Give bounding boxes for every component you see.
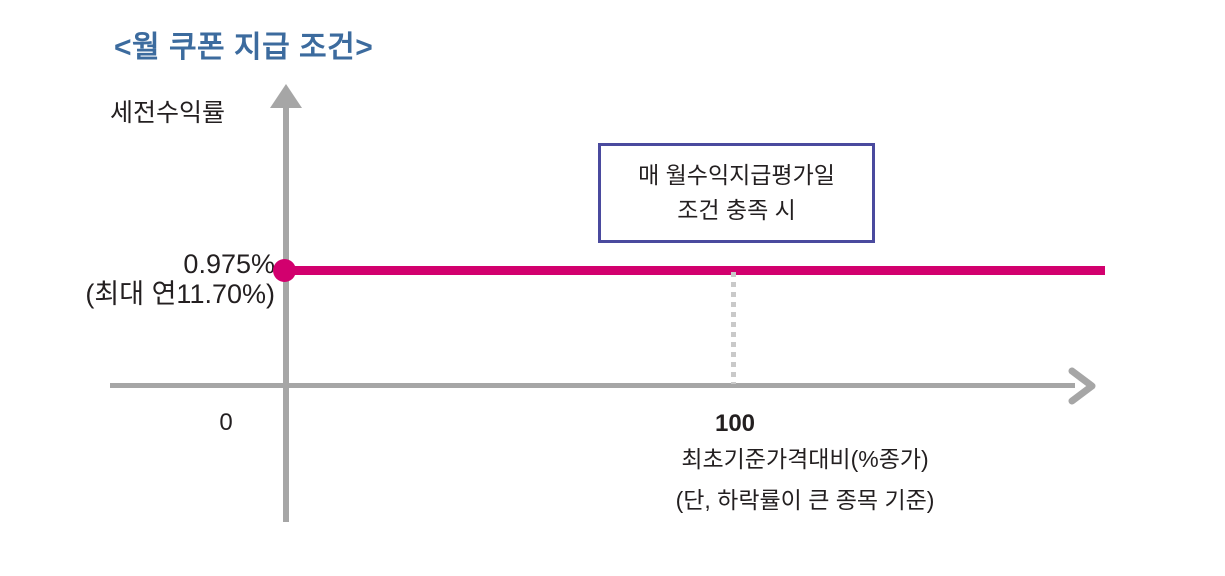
x-axis-origin-label: 0: [219, 409, 233, 436]
chart-title: <월 쿠폰 지급 조건>: [114, 31, 374, 64]
y-axis-arrow-icon: [270, 84, 302, 108]
x-axis-line: [110, 383, 1075, 388]
y-axis-line: [283, 103, 289, 522]
callout-line-1: 매 월수익지급평가일: [638, 162, 835, 189]
x-axis-tick-label-100: 100: [714, 410, 756, 437]
x-axis-arrow-icon: [1062, 365, 1104, 407]
coupon-start-marker: [273, 259, 296, 282]
x-axis-note: (단, 하락률이 큰 종목 기준): [675, 487, 935, 513]
y-value-primary-label: 0.975%: [183, 249, 275, 279]
y-value-group: 0.975% (최대 연11.70%): [0, 249, 275, 311]
y-value-secondary-label: (최대 연11.70%): [85, 279, 275, 310]
callout-line-2: 조건 충족 시: [677, 196, 796, 223]
threshold-dotted-guide: [731, 272, 736, 384]
x-axis-title: 최초기준가격대비(%종가): [681, 446, 929, 472]
condition-callout-box: 매 월수익지급평가일 조건 충족 시: [598, 143, 875, 243]
y-axis-title: 세전수익률: [110, 99, 226, 127]
coupon-level-line: [286, 266, 1105, 275]
